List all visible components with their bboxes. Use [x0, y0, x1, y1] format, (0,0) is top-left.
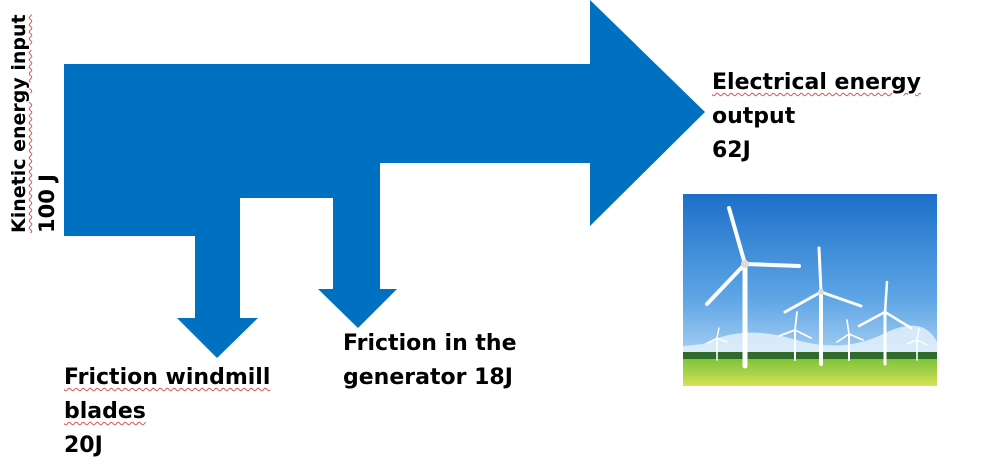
- wind-turbine-small-left: [778, 311, 812, 361]
- wind-turbine-tiny-left: [707, 327, 728, 361]
- output-name-line2: output: [712, 104, 796, 129]
- blades-loss-arrow: [177, 236, 258, 358]
- input-name: Kinetic energy input: [6, 14, 33, 233]
- wind-turbine-large: [705, 206, 801, 369]
- input-label: Kinetic energy input 100 J: [6, 8, 66, 233]
- output-label: Electrical energy output 62J: [712, 66, 921, 168]
- input-value: 100 J: [35, 174, 59, 233]
- wind-turbine-tiny-right: [906, 327, 928, 361]
- field: [683, 359, 937, 386]
- output-value: 62J: [712, 138, 751, 163]
- blades-loss-name-line2: blades: [64, 399, 146, 424]
- wind-turbine-medium: [783, 246, 863, 366]
- wind-turbine-small-mid: [836, 319, 864, 361]
- blades-loss-label: Friction windmill blades 20J: [64, 361, 270, 463]
- generator-loss-label: Friction in the generator 18J: [343, 327, 517, 395]
- generator-loss-name-line1: Friction in the: [343, 331, 517, 356]
- blades-loss-value: 20J: [64, 433, 103, 458]
- output-name-line1: Electrical energy: [712, 70, 921, 95]
- blades-loss-name-line1: Friction windmill: [64, 365, 271, 390]
- wind-turbine-right: [857, 280, 913, 366]
- output-flow-arrow: [64, 0, 705, 236]
- tree-line: [683, 352, 937, 360]
- input-name-text: Kinetic energy input: [8, 14, 30, 233]
- wind-turbine-photo: [683, 194, 937, 386]
- generator-loss-name-line2: generator 18J: [343, 365, 513, 390]
- generator-loss-arrow: [318, 177, 397, 328]
